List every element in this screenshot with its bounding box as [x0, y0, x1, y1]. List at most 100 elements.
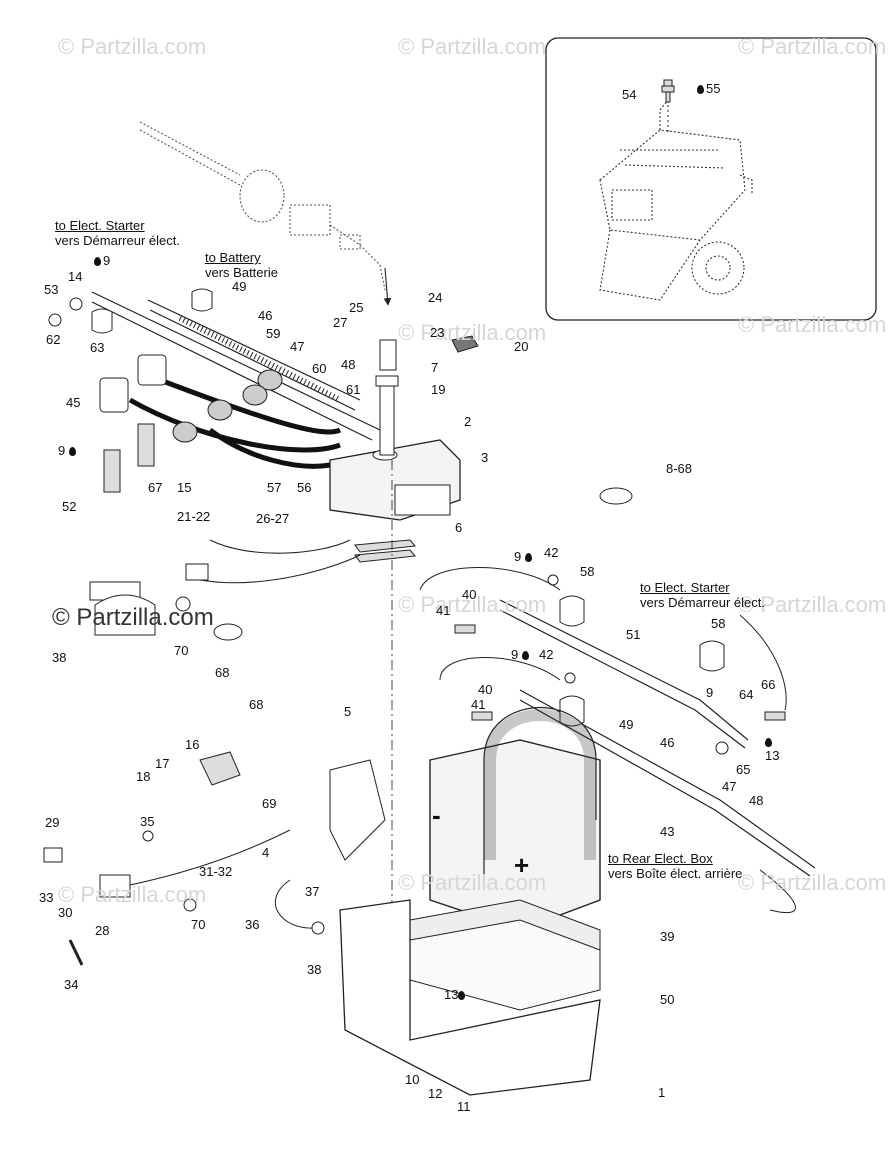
- callout-41a: 41: [436, 603, 451, 618]
- note-rear-box-fr: vers Boîte élect. arrière: [608, 866, 743, 881]
- callout-33: 33: [39, 890, 54, 905]
- starter-route-right: [739, 614, 787, 711]
- note-starter-top: to Elect. Starter vers Démarreur élect.: [55, 218, 180, 248]
- note-rear-box: to Rear Elect. Box vers Boîte élect. arr…: [608, 851, 742, 881]
- callout-15: 15: [177, 480, 192, 495]
- engine-block-drawing: [599, 99, 753, 301]
- callout-46b: 46: [660, 735, 675, 750]
- callout-1: 1: [658, 1085, 666, 1100]
- boot-62: [91, 308, 113, 334]
- wire-31-32: [129, 829, 291, 886]
- callout-70a: 70: [174, 643, 189, 658]
- cable-46b: [519, 689, 816, 877]
- callout-5: 5: [344, 704, 352, 719]
- callout-9d: 9: [511, 648, 531, 662]
- callout-65: 65: [736, 762, 751, 777]
- callout-61: 61: [346, 382, 361, 397]
- callout-8-68: 8-68: [666, 461, 693, 476]
- callout-49b: 49: [619, 717, 634, 732]
- callout-20: 20: [514, 339, 529, 354]
- callout-53: 53: [44, 282, 59, 297]
- callout-9c: 9: [514, 550, 534, 564]
- connector-23: [379, 339, 397, 371]
- note-rear-box-en: to Rear Elect. Box: [608, 851, 713, 866]
- boots-59-60: [172, 369, 283, 443]
- callout-28: 28: [95, 923, 110, 938]
- callout-13a: 13: [765, 735, 779, 763]
- callout-16: 16: [185, 737, 200, 752]
- callout-41b: 41: [471, 697, 486, 712]
- callout-55-text: 55: [706, 81, 721, 96]
- wiring-harness-upper: [139, 121, 386, 291]
- callout-21-22: 21-22: [177, 509, 211, 524]
- callout-30: 30: [58, 905, 73, 920]
- callout-37: 37: [305, 884, 320, 899]
- note-starter-right-fr: vers Démarreur élect.: [640, 595, 765, 610]
- seal-7: [375, 375, 399, 387]
- callout-27: 27: [333, 315, 348, 330]
- watermark-overlay-left: © Partzilla.com: [52, 604, 214, 631]
- watermark-tc: © Partzilla.com: [398, 34, 547, 59]
- callout-45: 45: [66, 395, 81, 410]
- callout-36: 36: [245, 917, 260, 932]
- callout-46a: 46: [258, 308, 273, 323]
- nut-42b: [564, 672, 576, 684]
- note-starter-right-en: to Elect. Starter: [640, 580, 730, 595]
- bracket-5: [329, 759, 386, 861]
- callout-68a: 68: [215, 665, 230, 680]
- callout-69: 69: [262, 796, 277, 811]
- callout-11: 11: [457, 1099, 471, 1114]
- battery-cable-49: [147, 299, 361, 411]
- washer-65: [715, 741, 729, 755]
- callout-47b: 47: [722, 779, 737, 794]
- note-battery-fr: vers Batterie: [205, 265, 278, 280]
- battery-positive-mark: +: [514, 850, 530, 880]
- callout-9b-text: 9: [58, 443, 66, 458]
- callout-23: 23: [430, 325, 445, 340]
- droplet-icon: [521, 651, 529, 660]
- loop-wire-right: [419, 567, 561, 591]
- watermark-bl: © Partzilla.com: [58, 882, 207, 907]
- callout-9b: 9: [58, 444, 78, 458]
- note-battery: to Battery vers Batterie: [205, 250, 278, 280]
- watermark-tl: © Partzilla.com: [58, 34, 207, 59]
- callout-42a: 42: [544, 545, 559, 560]
- callout-58b: 58: [711, 616, 726, 631]
- note-battery-en: to Battery: [205, 250, 261, 265]
- fuse-holder-29: [43, 847, 63, 863]
- bracket-38a: [94, 594, 156, 636]
- bracket-3: [394, 484, 451, 516]
- bolt-66: [764, 711, 786, 721]
- callout-56: 56: [297, 480, 312, 495]
- solenoid-16: [199, 751, 241, 786]
- connector-21: [185, 563, 209, 581]
- battery-strap: [484, 709, 596, 860]
- positive-cable-46: [91, 291, 381, 441]
- callout-9c-text: 9: [514, 549, 522, 564]
- loop-wire-right-2: [439, 657, 561, 681]
- callout-13b: 13: [444, 988, 467, 1002]
- callout-38a: 38: [52, 650, 67, 665]
- engine-inset-frame: [545, 37, 877, 321]
- callout-17: 17: [155, 756, 170, 771]
- fuse-box-28: [99, 874, 131, 898]
- callout-47a: 47: [290, 339, 305, 354]
- note-starter-top-fr: vers Démarreur élect.: [55, 233, 180, 248]
- boot-49b: [559, 695, 585, 727]
- watermark-rm: © Partzilla.com: [398, 592, 547, 617]
- pad-20: [451, 335, 479, 353]
- coil-tube-19: [379, 379, 395, 456]
- watermark-br: © Partzilla.com: [738, 870, 887, 895]
- grommet-35: [142, 830, 154, 842]
- harness-21-22: [181, 539, 361, 611]
- callout-6: 6: [455, 520, 463, 535]
- callout-13a-text: 13: [765, 748, 780, 763]
- callout-51: 51: [626, 627, 641, 642]
- callout-58a: 58: [580, 564, 595, 579]
- note-starter-top-en: to Elect. Starter: [55, 218, 145, 233]
- battery-43: [429, 739, 601, 931]
- callout-40b: 40: [478, 682, 493, 697]
- ring-terminal-70a: [175, 596, 191, 612]
- callout-34: 34: [64, 977, 79, 992]
